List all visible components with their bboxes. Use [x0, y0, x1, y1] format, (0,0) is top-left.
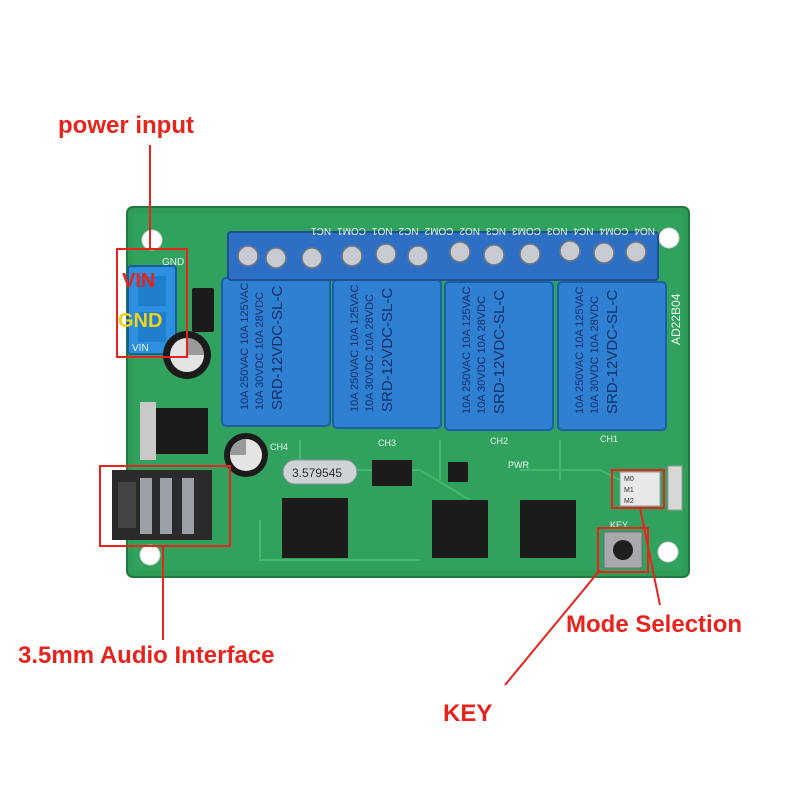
silk-gnd: GND: [162, 257, 184, 268]
silk-vin: VIN: [132, 343, 149, 354]
relay-4: 10A 250VAC 10A 125VAC 10A 30VDC 10A 28VD…: [557, 281, 667, 431]
mode-selection-jumper: M0 M1 M2: [619, 465, 683, 511]
leader-lines: [149, 145, 661, 686]
svg-text:SRD-12VDC-SL-C: SRD-12VDC-SL-C: [269, 286, 286, 410]
mode-selection-label: Mode Selection: [566, 611, 743, 638]
relay-2: 10A 250VAC 10A 125VAC 10A 30VDC 10A 28VD…: [332, 279, 442, 429]
svg-text:M1: M1: [624, 487, 634, 494]
crystal-oscillator: 3.579545: [282, 459, 358, 485]
relay-output-terminal-block: NO4COM4NC4NO3COM3NC3NO2COM2NC2NO1COM1NC1: [227, 225, 659, 281]
svg-text:10A 30VDC 10A 28VDC: 10A 30VDC 10A 28VDC: [476, 296, 488, 414]
key-label: KEY: [443, 700, 493, 727]
relay-1: 10A 250VAC 10A 125VAC 10A 30VDC 10A 28VD…: [221, 277, 331, 427]
svg-text:10A 250VAC 10A 125VAC: 10A 250VAC 10A 125VAC: [574, 287, 586, 414]
crystal-label: 3.579545: [292, 466, 342, 480]
channel-label-ch4: CH4: [270, 442, 288, 452]
power-input-highlight: [116, 248, 188, 358]
svg-text:10A 250VAC 10A 125VAC: 10A 250VAC 10A 125VAC: [461, 287, 473, 414]
svg-text:M2: M2: [624, 498, 634, 505]
audio-interface-label: 3.5mm Audio Interface: [18, 642, 275, 669]
channel-label-ch2: CH2: [490, 436, 508, 446]
channel-label-ch1: CH1: [600, 434, 618, 444]
power-input-label: power input: [58, 112, 194, 139]
relay-1-text: 10A 250VAC 10A 125VAC: [239, 283, 251, 410]
svg-text:SRD-12VDC-SL-C: SRD-12VDC-SL-C: [379, 288, 396, 412]
svg-text:SRD-12VDC-SL-C: SRD-12VDC-SL-C: [604, 290, 621, 414]
audio-interface-highlight: [99, 465, 231, 547]
ic-chips: [282, 460, 576, 558]
capacitor-small: [224, 433, 268, 477]
svg-text:M0: M0: [624, 476, 634, 483]
power-terminal: GND VIN VIN GND: [118, 257, 184, 355]
overlay-gnd-label: GND: [118, 310, 162, 332]
voltage-regulator: [140, 402, 208, 460]
overlay-vin-label: VIN: [122, 270, 155, 292]
terminal-silkscreen: NO4COM4NC4NO3COM3NC3NO2COM2NC2NO1COM1NC1: [311, 225, 655, 236]
audio-jack: [112, 470, 212, 540]
svg-text:10A 30VDC 10A 28VDC: 10A 30VDC 10A 28VDC: [364, 294, 376, 412]
relay-3: 10A 250VAC 10A 125VAC 10A 30VDC 10A 28VD…: [444, 281, 554, 431]
channel-labels: CH4 CH3 CH2 CH1 PWR: [270, 434, 618, 470]
board-model-label: AD22B04: [669, 293, 683, 345]
svg-text:10A 250VAC 10A 125VAC: 10A 250VAC 10A 125VAC: [349, 285, 361, 412]
pwr-label: PWR: [508, 460, 529, 470]
channel-label-ch3: CH3: [378, 438, 396, 448]
diode: [192, 288, 214, 332]
mode-selection-highlight: [611, 469, 665, 509]
svg-text:10A 30VDC 10A 28VDC: 10A 30VDC 10A 28VDC: [254, 292, 266, 410]
svg-text:SRD-12VDC-SL-C: SRD-12VDC-SL-C: [491, 290, 508, 414]
key-silk-label: KEY: [610, 520, 628, 530]
svg-text:10A 30VDC 10A 28VDC: 10A 30VDC 10A 28VDC: [589, 296, 601, 414]
key-button: KEY: [603, 520, 643, 569]
